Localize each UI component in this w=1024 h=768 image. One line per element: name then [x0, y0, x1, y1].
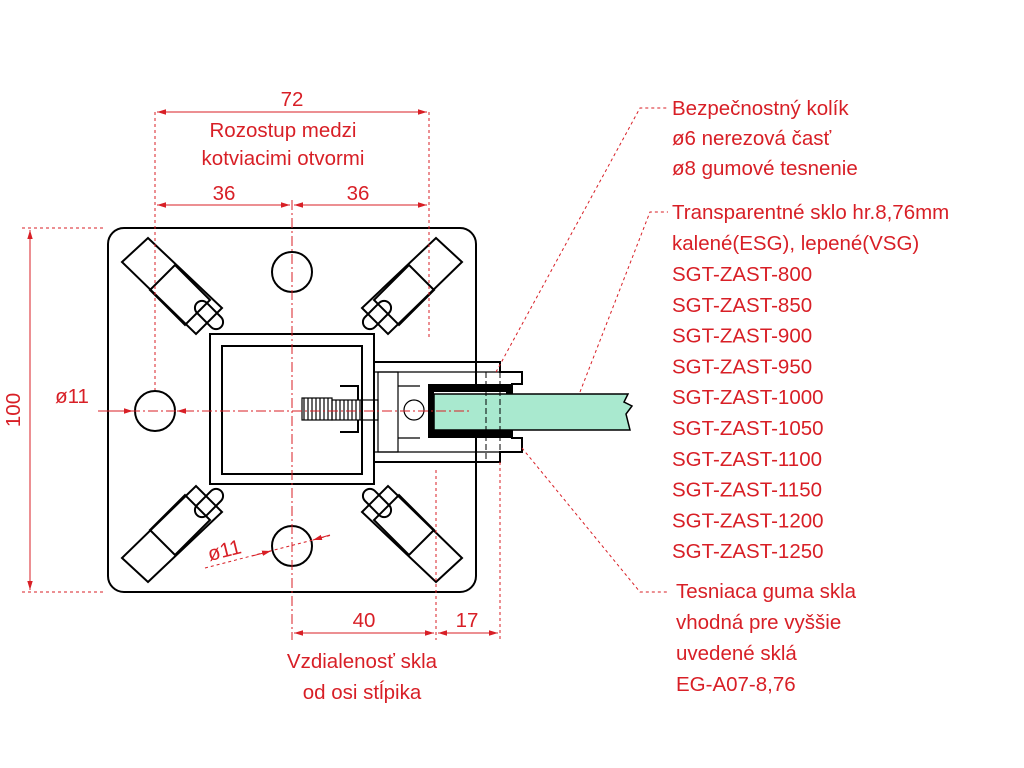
- dimension-100: 100: [2, 227, 106, 593]
- glass-model-item: SGT-ZAST-800: [672, 263, 812, 286]
- rubber-line1: Tesniaca guma skla: [676, 580, 857, 603]
- glass-model-item: SGT-ZAST-1100: [672, 448, 822, 471]
- glass-model-item: SGT-ZAST-850: [672, 294, 812, 317]
- glass-distance-line1: Vzdialenosť skla: [287, 650, 438, 673]
- glass-model-item: SGT-ZAST-1150: [672, 479, 822, 502]
- callout-glass: Transparentné sklo hr.8,76mm kalené(ESG)…: [672, 201, 949, 563]
- dimension-40-value: 40: [353, 609, 376, 632]
- glass-model-item: SGT-ZAST-1200: [672, 509, 824, 532]
- center-axes: [130, 200, 470, 640]
- rubber-line3: uvedené sklá: [676, 642, 797, 665]
- dimension-hole-left: ø11: [55, 385, 193, 414]
- callout-rubber: Tesniaca guma skla vhodná pre vyššie uve…: [676, 580, 857, 696]
- bolt: [301, 385, 379, 433]
- glass-distance-line2: od osi stĺpika: [303, 680, 422, 704]
- rubber-line2: vhodná pre vyššie: [676, 611, 841, 634]
- dimension-40-17: 40 17 Vzdialenosť skla od osi stĺpika: [287, 462, 501, 704]
- dimension-17-value: 17: [456, 609, 479, 632]
- diagonal-ribs: [120, 236, 464, 584]
- dimension-hole-bottom: ø11: [204, 534, 333, 569]
- glass-line1: Transparentné sklo hr.8,76mm: [672, 201, 949, 224]
- safety-pin-line2: ø6 nerezová časť: [672, 127, 832, 150]
- glass-pane: [433, 372, 634, 462]
- dimension-36-right: 36: [347, 182, 370, 205]
- rubber-line4: EG-A07-8,76: [676, 673, 796, 696]
- dimension-72: 72 Rozostup medzi kotviacimi otvormi: [154, 88, 430, 390]
- hole-bottom-label: ø11: [205, 535, 243, 565]
- glass-model-item: SGT-ZAST-1000: [672, 386, 824, 409]
- glass-model-list: SGT-ZAST-800SGT-ZAST-850SGT-ZAST-900SGT-…: [672, 263, 824, 563]
- rib-slots: [193, 299, 393, 519]
- spacing-title-line2: kotviacimi otvormi: [202, 147, 365, 170]
- safety-pin-head: [403, 399, 425, 421]
- glass-model-item: SGT-ZAST-900: [672, 325, 812, 348]
- spacing-title-line1: Rozostup medzi: [210, 119, 357, 142]
- hole-left-label: ø11: [55, 385, 89, 408]
- dimension-36-left: 36: [213, 182, 236, 205]
- dimension-100-value: 100: [2, 393, 25, 427]
- glass-line2: kalené(ESG), lepené(VSG): [672, 232, 919, 255]
- leader-lines: [495, 107, 668, 593]
- glass-model-item: SGT-ZAST-950: [672, 355, 812, 378]
- glass-model-item: SGT-ZAST-1050: [672, 417, 824, 440]
- callout-safety-pin: Bezpečnostný kolík ø6 nerezová časť ø8 g…: [672, 97, 858, 180]
- glass-model-item: SGT-ZAST-1250: [672, 540, 824, 563]
- dimension-36-36: 36 36: [157, 182, 427, 208]
- safety-pin-line3: ø8 gumové tesnenie: [672, 157, 858, 180]
- dimension-72-value: 72: [281, 88, 304, 111]
- safety-pin-line1: Bezpečnostný kolík: [672, 97, 849, 120]
